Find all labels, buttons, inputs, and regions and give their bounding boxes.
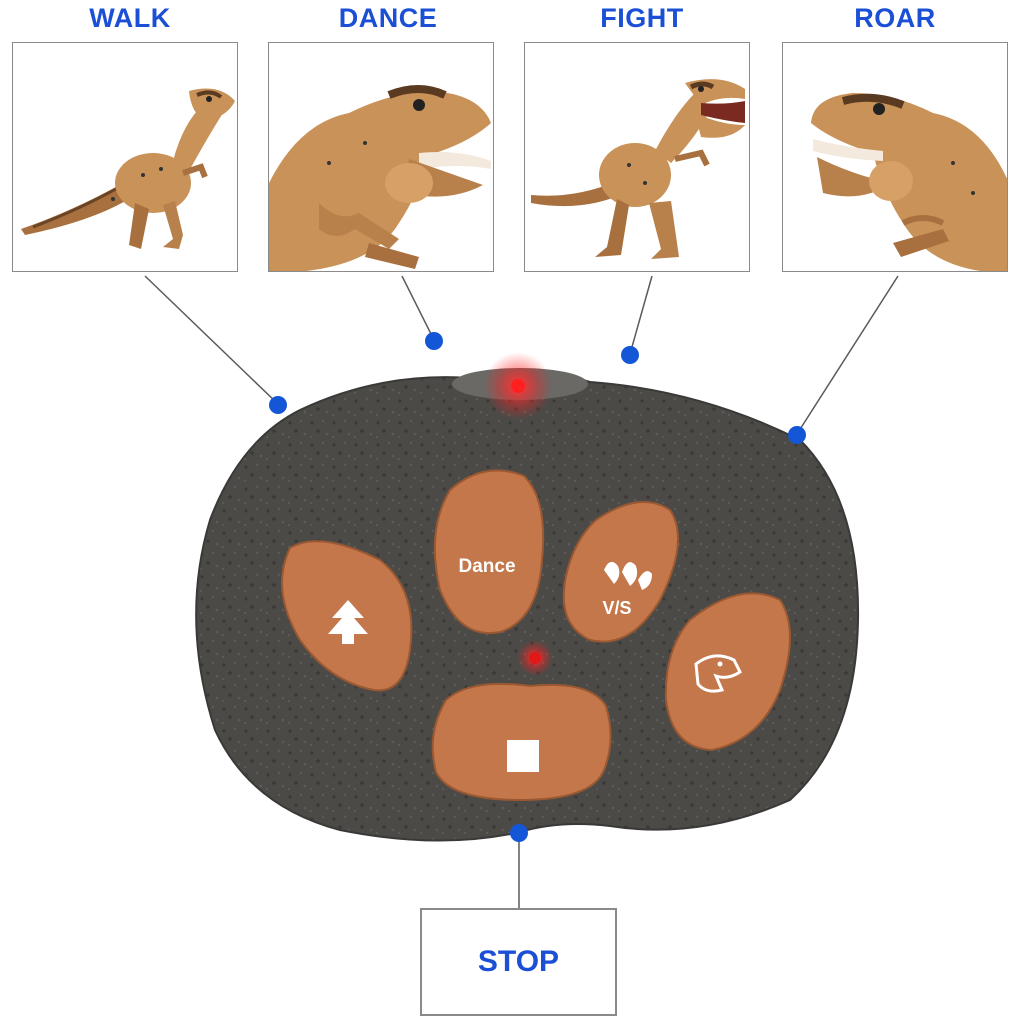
dance-photo <box>268 42 494 272</box>
dance-button-label: Dance <box>458 556 515 577</box>
dance-button[interactable]: Dance <box>433 469 545 635</box>
claw-icon <box>604 561 652 590</box>
stop-button[interactable] <box>431 682 612 802</box>
tree-arrow-icon <box>328 600 368 644</box>
dino-head-icon <box>694 654 742 693</box>
fight-label: FIGHT <box>600 3 684 33</box>
square-stop-icon <box>507 740 539 772</box>
roar-callout-dot <box>788 426 806 444</box>
fight-photo <box>524 42 750 272</box>
walk-button[interactable] <box>281 540 413 692</box>
fight-callout-line <box>629 275 653 355</box>
roar-label: ROAR <box>854 3 936 33</box>
roar-callout-line <box>796 275 899 435</box>
walk-photo <box>12 42 238 272</box>
stop-label-box: STOP <box>420 908 617 1016</box>
dance-label: DANCE <box>338 3 438 33</box>
fight-callout-dot <box>621 346 639 364</box>
dance-callout-dot <box>425 332 443 350</box>
walk-callout-dot <box>269 396 287 414</box>
stop-label: STOP <box>477 945 560 978</box>
fight-button[interactable]: V/S <box>562 501 679 643</box>
dance-callout-line <box>401 275 435 341</box>
roar-button[interactable] <box>664 592 791 752</box>
walk-callout-line <box>144 275 279 405</box>
roar-photo <box>782 42 1008 272</box>
fight-button-label: V/S <box>602 598 631 618</box>
walk-label: WALK <box>89 3 171 33</box>
stop-callout-dot <box>510 824 528 842</box>
